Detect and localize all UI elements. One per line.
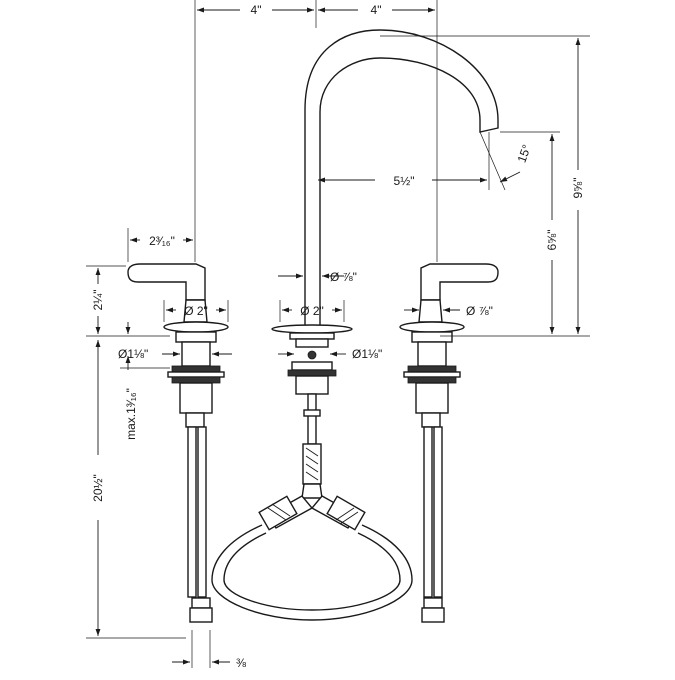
right-supply-line bbox=[423, 426, 433, 598]
dim-shank-dia-center: Ø1⅛" bbox=[352, 347, 382, 361]
right-handle-valve bbox=[399, 263, 499, 623]
dim-shank-dia-left: Ø1⅛" bbox=[118, 347, 148, 361]
dim-handle-reach: 2³⁄₁₆" bbox=[149, 234, 175, 248]
dim-spout-reach: 5½" bbox=[394, 174, 415, 188]
spout bbox=[271, 29, 499, 499]
left-handle-valve bbox=[127, 263, 229, 623]
spout-aerator-icon bbox=[307, 350, 317, 360]
left-connection-nut bbox=[189, 607, 213, 623]
dim-spacing-left: 4" bbox=[251, 3, 262, 17]
dim-spout-height: 6⅝" bbox=[545, 230, 559, 251]
dim-spacing-right: 4" bbox=[371, 3, 382, 17]
left-supply-line bbox=[187, 426, 197, 598]
dim-spout-dia: Ø ⅞" bbox=[330, 270, 357, 284]
dim-spout-angle: 15° bbox=[515, 143, 534, 165]
dim-handle-height: 2¼" bbox=[91, 290, 105, 311]
dim-connection: ⅜ bbox=[236, 656, 247, 670]
dim-height-total: 9⅝" bbox=[571, 178, 585, 199]
dim-handle-base-dia: Ø 2" bbox=[184, 304, 208, 318]
dim-hose-length: 20½" bbox=[91, 474, 105, 502]
dim-spout-base-dia: Ø 2" bbox=[300, 304, 324, 318]
spout-base-plate bbox=[271, 324, 353, 334]
spout-connector-box bbox=[302, 443, 322, 485]
dim-max-deck: max.1³⁄₁₆" bbox=[124, 388, 138, 440]
hose-assembly bbox=[211, 495, 413, 621]
dim-handle-dia: Ø ⅞" bbox=[466, 304, 493, 318]
left-base-plate bbox=[163, 321, 229, 333]
right-connection-nut bbox=[421, 607, 445, 623]
right-base-plate bbox=[399, 321, 465, 333]
